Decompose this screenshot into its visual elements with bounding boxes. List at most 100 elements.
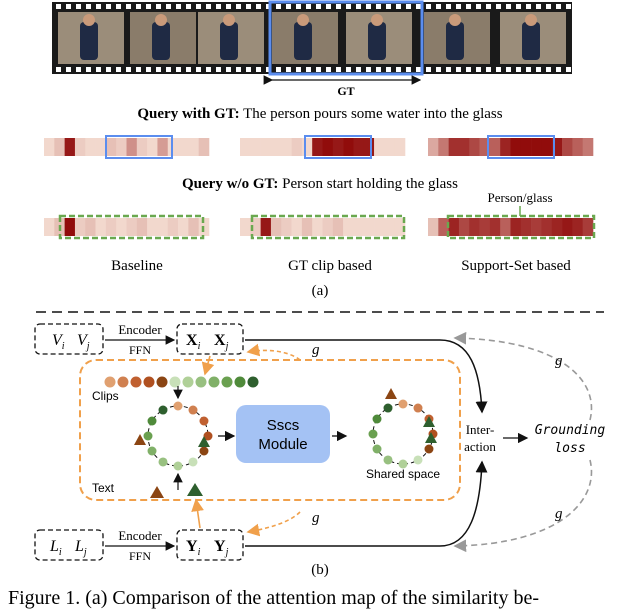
- clip-dot: [156, 376, 168, 388]
- sprocket-hole: [196, 4, 201, 9]
- heatmap-cell: [551, 218, 563, 236]
- sprocket-hole: [516, 4, 521, 9]
- ring-triangle: [425, 432, 437, 443]
- heatmap-cell: [147, 218, 158, 236]
- g-label-bottom: g: [312, 510, 320, 526]
- heatmap-cell: [541, 138, 553, 156]
- sprocket-hole: [336, 4, 341, 9]
- heatmap-cell: [54, 138, 65, 156]
- heatmap-cell: [510, 138, 522, 156]
- grounding-loss-line2: loss: [554, 441, 585, 456]
- sprocket-hole: [246, 67, 251, 72]
- sprocket-hole: [546, 67, 551, 72]
- query-without-gt: Query w/o GT: Person start holding the g…: [182, 176, 458, 192]
- ring-dot: [173, 401, 183, 411]
- sprocket-hole: [206, 67, 211, 72]
- sprocket-hole: [216, 67, 221, 72]
- ring-dot: [383, 455, 393, 465]
- ring-dot: [199, 446, 209, 456]
- clip-text-ring-left: [134, 401, 213, 471]
- heatmap-cell: [260, 138, 272, 156]
- clip-dot: [117, 376, 129, 388]
- g-arrow-top: [246, 343, 301, 361]
- gt-highlight-box: [268, 0, 424, 76]
- sprocket-hole: [316, 67, 321, 72]
- sprocket-hole: [106, 4, 111, 9]
- person-head: [371, 14, 383, 26]
- heatmap-cell: [301, 218, 313, 236]
- sprocket-hole: [236, 67, 241, 72]
- clip-dots-row: [104, 376, 259, 388]
- sprocket-hole: [166, 67, 171, 72]
- heatmap-cell: [136, 218, 148, 236]
- heatmap-cell: [301, 138, 313, 156]
- sprocket-hole: [156, 4, 161, 9]
- interaction-label-line2: action: [464, 439, 496, 454]
- sprocket-hole: [136, 4, 141, 9]
- clip-dot: [195, 376, 207, 388]
- video-feature-xj: Xj: [214, 332, 229, 352]
- sprocket-hole: [146, 67, 151, 72]
- ring-triangle: [385, 388, 397, 399]
- heatmap-cell: [260, 218, 272, 236]
- text-input-box: [34, 529, 104, 561]
- film-strip: [52, 0, 572, 76]
- heatmap-cell: [582, 138, 594, 156]
- green-box-supportset: [446, 214, 596, 240]
- clip-dot: [130, 376, 142, 388]
- sprocket-hole: [226, 67, 231, 72]
- sprocket-hole: [486, 67, 491, 72]
- sprocket-hole: [446, 4, 451, 9]
- heatmap-cell: [374, 218, 385, 236]
- heatmap-cell: [572, 138, 583, 156]
- heatmap-cell: [489, 138, 501, 156]
- ring-dot: [158, 405, 168, 415]
- sprocket-hole: [476, 67, 481, 72]
- sprocket-hole: [496, 67, 501, 72]
- person-head: [223, 14, 235, 26]
- ring-triangle: [423, 416, 435, 427]
- sprocket-hole: [556, 67, 561, 72]
- sprocket-hole: [536, 67, 541, 72]
- sprocket-hole: [206, 4, 211, 9]
- sprocket-hole: [516, 67, 521, 72]
- heatmap-cell: [562, 218, 573, 236]
- heatmap-cell: [270, 218, 282, 236]
- heatmap-cell: [469, 218, 480, 236]
- sprocket-hole: [346, 4, 351, 9]
- heatmap-cell: [291, 218, 303, 236]
- heatmap-row-with-gt: [44, 138, 594, 156]
- gt-box-baseline: [105, 135, 173, 159]
- heatmap-cell: [510, 218, 522, 236]
- person-figure: [80, 22, 98, 60]
- g-label-loss-bottom: g: [555, 506, 563, 522]
- sprocket-hole: [366, 67, 371, 72]
- heatmap-cell: [126, 218, 138, 236]
- sprocket-hole: [396, 67, 401, 72]
- encoder-label-bottom: Encoder: [118, 528, 162, 543]
- sscs-module-box: [236, 405, 330, 463]
- heatmap-cell: [582, 218, 594, 236]
- encoder-label-top: Encoder: [118, 322, 162, 337]
- heatmap-cell: [240, 218, 251, 236]
- heatmap-cell: [374, 138, 385, 156]
- sprocket-hole: [406, 4, 411, 9]
- heatmap-cell: [85, 218, 96, 236]
- panel-b-label: (b): [311, 562, 329, 578]
- person-figure: [368, 22, 386, 60]
- clip-dot: [247, 376, 259, 388]
- sprocket-hole: [486, 4, 491, 9]
- heatmap-cell: [520, 218, 532, 236]
- ring-dot: [199, 416, 209, 426]
- sprocket-hole: [56, 67, 61, 72]
- heatmap-cell: [353, 218, 365, 236]
- sprocket-hole: [276, 4, 281, 9]
- sprocket-hole: [226, 4, 231, 9]
- sprocket-hole: [426, 4, 431, 9]
- heatmap-cell: [363, 138, 375, 156]
- ring-dot: [188, 405, 198, 415]
- heatmap-cell: [240, 138, 251, 156]
- x-to-interaction: [245, 339, 488, 414]
- gt-span: GT: [263, 75, 422, 98]
